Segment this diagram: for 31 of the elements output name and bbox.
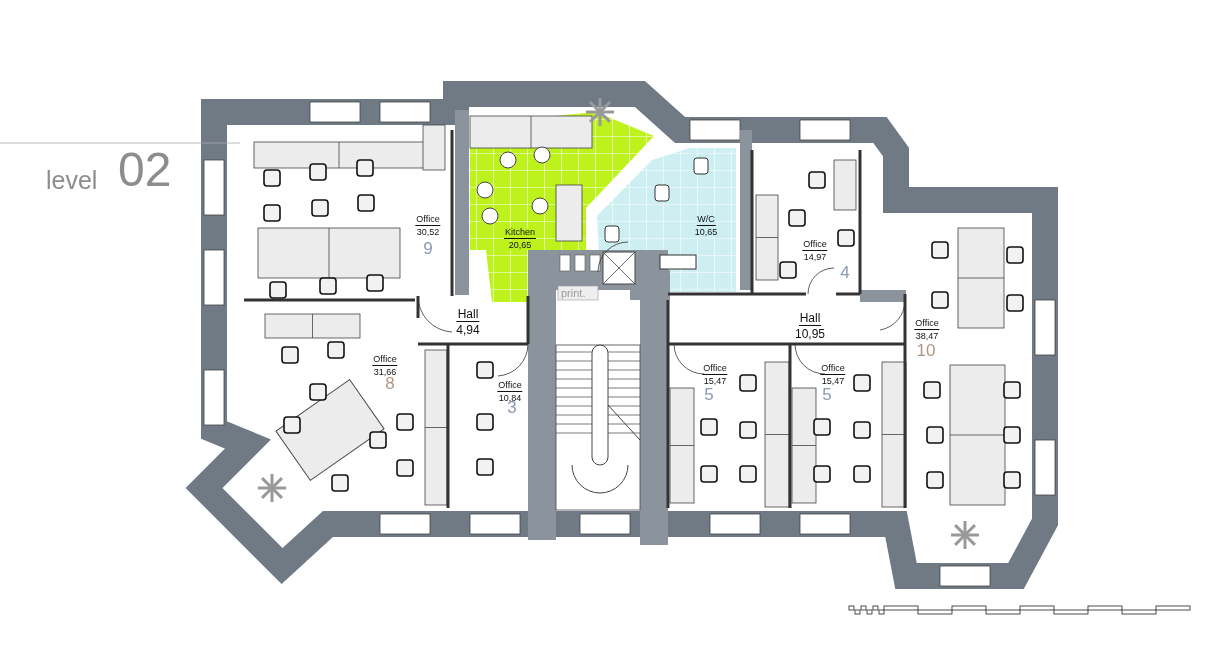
room-area-value: 14,97 — [803, 253, 827, 262]
room-number: 5 — [822, 386, 832, 403]
room-name: Office — [802, 240, 828, 251]
room-area-value: 10,84 — [498, 394, 522, 403]
room-name: W/C — [696, 215, 716, 226]
printer-label: print. — [561, 288, 586, 299]
room-area-value: 15,47 — [703, 377, 727, 386]
room-area-value: 10,95 — [795, 328, 825, 340]
room-area-value: 30,52 — [416, 228, 440, 237]
room-area-value: 31,66 — [373, 368, 397, 377]
level-number: 02 — [118, 146, 172, 194]
room-name: Office — [820, 364, 846, 375]
room-name: Kitchen — [504, 228, 536, 239]
room-number: 5 — [704, 386, 714, 403]
room-area-value: 15,47 — [821, 377, 845, 386]
level-label: level — [46, 168, 98, 193]
room-name: Office — [372, 355, 398, 366]
room-number: 9 — [423, 240, 433, 257]
room-name: Office — [497, 381, 523, 392]
room-name: Hall — [798, 312, 822, 326]
room-name: Office — [415, 215, 441, 226]
room-name: Office — [914, 319, 940, 330]
room-area-value: 38,47 — [915, 332, 939, 341]
room-name: Hall — [456, 308, 480, 322]
room-number: 4 — [840, 264, 850, 281]
room-area-value: 4,94 — [456, 324, 480, 336]
room-number: 10 — [916, 342, 936, 359]
room-area-value: 10,65 — [694, 228, 718, 237]
room-number: 8 — [385, 375, 395, 392]
room-area-value: 20,65 — [508, 241, 532, 250]
room-name: Office — [702, 364, 728, 375]
